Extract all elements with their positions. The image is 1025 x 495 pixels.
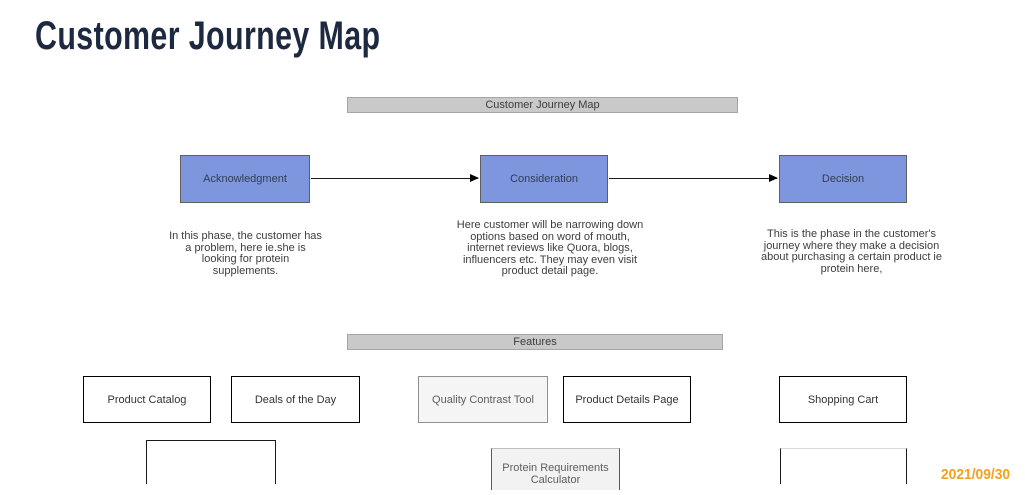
stage-label: Consideration	[510, 173, 578, 185]
journey-section-banner: Customer Journey Map	[347, 97, 738, 113]
stage-description-acknowledgment: In this phase, the customer has a proble…	[169, 230, 322, 277]
feature-box-empty-right	[780, 448, 907, 484]
feature-label: Shopping Cart	[807, 393, 879, 406]
feature-box-empty-left	[146, 440, 276, 484]
feature-box-product-details-page: Product Details Page	[563, 376, 691, 423]
stage-label: Decision	[821, 173, 865, 185]
feature-label: Quality Contrast Tool	[432, 393, 534, 406]
arrow-consideration-to-decision	[609, 174, 778, 182]
page-title: Customer Journey Map	[35, 14, 381, 58]
slide-date: 2021/09/30	[941, 466, 1011, 483]
feature-box-quality-contrast-tool: Quality Contrast Tool	[418, 376, 548, 423]
stage-box-acknowledgment: Acknowledgment	[180, 155, 310, 203]
features-section-banner: Features	[347, 334, 723, 350]
feature-box-shopping-cart: Shopping Cart	[779, 376, 907, 423]
feature-box-deals-of-the-day: Deals of the Day	[231, 376, 360, 423]
stage-description-consideration: Here customer will be narrowing down opt…	[456, 219, 644, 278]
stage-box-consideration: Consideration	[480, 155, 608, 203]
feature-box-product-catalog: Product Catalog	[83, 376, 211, 423]
feature-box-protein-requirements-calculator: Protein Requirements Calculator	[491, 448, 620, 490]
stage-label: Acknowledgment	[203, 173, 287, 185]
feature-label: Protein Requirements Calculator	[502, 461, 609, 486]
feature-label: Deals of the Day	[254, 393, 337, 406]
journey-banner-label: Customer Journey Map	[485, 99, 600, 111]
stage-description-decision: This is the phase in the customer's jour…	[760, 228, 942, 275]
features-banner-label: Features	[513, 336, 557, 348]
feature-label: Product Catalog	[107, 393, 187, 406]
feature-label: Product Details Page	[575, 393, 679, 406]
arrow-acknowledgment-to-consideration	[311, 174, 479, 182]
stage-box-decision: Decision	[779, 155, 907, 203]
